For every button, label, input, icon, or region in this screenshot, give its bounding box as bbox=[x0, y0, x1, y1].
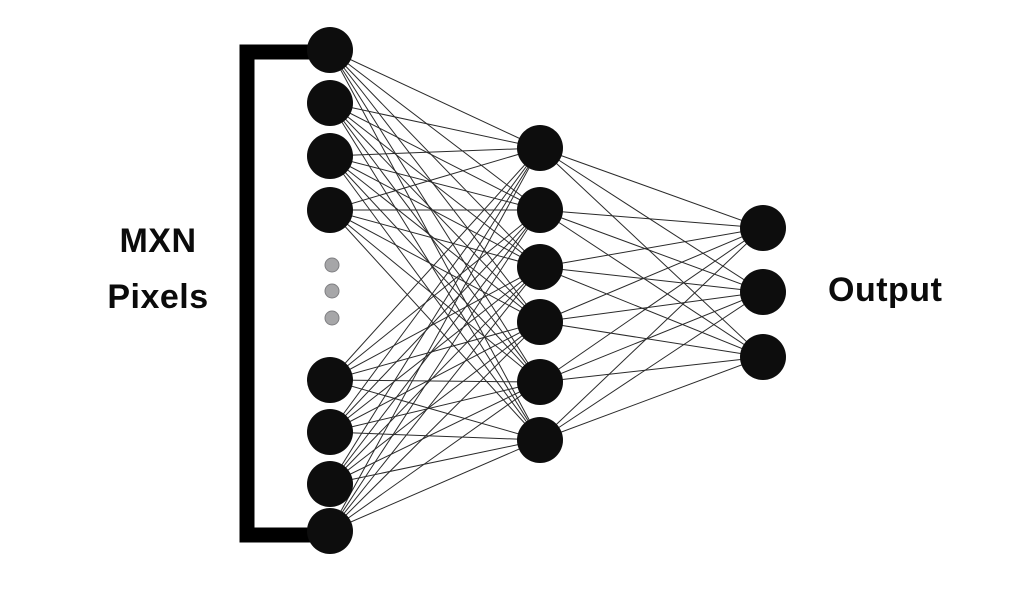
edge-input-hidden bbox=[329, 209, 541, 268]
hidden-node bbox=[517, 359, 563, 405]
output-node bbox=[740, 205, 786, 251]
edge-input-hidden bbox=[329, 209, 541, 381]
edge-input-hidden bbox=[329, 155, 541, 383]
edge-input-hidden bbox=[329, 49, 541, 383]
edge-hidden-output bbox=[539, 147, 764, 358]
edge-input-hidden bbox=[329, 209, 541, 441]
input-label: MXN Pixels bbox=[88, 213, 228, 325]
edge-hidden-output bbox=[539, 266, 764, 293]
edge-hidden-output bbox=[539, 209, 764, 358]
edge-input-hidden bbox=[329, 49, 541, 268]
edge-input-hidden bbox=[329, 102, 541, 383]
edge-input-hidden bbox=[329, 147, 541, 532]
input-node bbox=[307, 461, 353, 507]
input-label-line1: MXN bbox=[119, 222, 197, 260]
edge-input-hidden bbox=[329, 49, 541, 211]
edge-input-hidden bbox=[329, 147, 541, 485]
input-bracket bbox=[239, 44, 312, 543]
edge-input-hidden bbox=[329, 102, 541, 323]
edge-input-hidden bbox=[329, 49, 541, 149]
ellipsis-dot bbox=[324, 283, 340, 299]
hidden-node bbox=[517, 244, 563, 290]
edge-input-hidden bbox=[329, 381, 541, 433]
hidden-node bbox=[517, 417, 563, 463]
output-node bbox=[740, 269, 786, 315]
edge-hidden-output bbox=[539, 227, 764, 383]
output-node bbox=[740, 334, 786, 380]
input-node bbox=[307, 133, 353, 179]
edge-input-hidden bbox=[329, 266, 541, 433]
edge-input-hidden bbox=[329, 266, 541, 381]
edge-input-hidden bbox=[329, 439, 541, 485]
edge-hidden-output bbox=[539, 356, 764, 383]
edge-input-hidden bbox=[329, 155, 541, 211]
edge-input-hidden bbox=[329, 266, 541, 485]
edge-input-hidden bbox=[329, 321, 541, 381]
edge-hidden-output bbox=[539, 227, 764, 441]
edge-input-hidden bbox=[329, 431, 541, 441]
edge-hidden-output bbox=[539, 209, 764, 229]
edge-hidden-output bbox=[539, 147, 764, 229]
edge-input-hidden bbox=[329, 439, 541, 532]
edge-input-hidden bbox=[329, 209, 541, 323]
edge-input-hidden bbox=[329, 49, 541, 441]
edge-input-hidden bbox=[329, 147, 541, 157]
edge-input-hidden bbox=[329, 102, 541, 441]
input-node bbox=[307, 80, 353, 126]
edge-input-hidden bbox=[329, 209, 541, 532]
edge-input-hidden bbox=[329, 147, 541, 381]
hidden-node bbox=[517, 125, 563, 171]
edge-input-hidden bbox=[329, 321, 541, 532]
input-node bbox=[307, 508, 353, 554]
edge-input-hidden bbox=[329, 379, 541, 383]
edge-hidden-output bbox=[539, 356, 764, 441]
edge-input-hidden bbox=[329, 209, 541, 485]
output-label: Output bbox=[828, 271, 943, 309]
edge-input-hidden bbox=[329, 266, 541, 532]
edge-input-hidden bbox=[329, 209, 541, 383]
edge-input-hidden bbox=[329, 102, 541, 149]
edge-input-hidden bbox=[329, 49, 541, 323]
edge-input-hidden bbox=[329, 321, 541, 433]
edge-input-hidden bbox=[329, 102, 541, 211]
ellipsis-dot bbox=[324, 257, 340, 273]
hidden-node bbox=[517, 187, 563, 233]
input-label-line2: Pixels bbox=[107, 278, 209, 316]
input-node bbox=[307, 409, 353, 455]
edge-input-hidden bbox=[329, 102, 541, 268]
edge-hidden-output bbox=[539, 209, 764, 293]
edge-input-hidden bbox=[329, 381, 541, 532]
input-node bbox=[307, 357, 353, 403]
edge-input-hidden bbox=[329, 379, 541, 441]
edge-hidden-output bbox=[539, 227, 764, 323]
edge-hidden-output bbox=[539, 321, 764, 358]
edge-hidden-output bbox=[539, 147, 764, 293]
edge-input-hidden bbox=[329, 321, 541, 485]
edge-input-hidden bbox=[329, 155, 541, 268]
edge-hidden-output bbox=[539, 266, 764, 358]
hidden-node bbox=[517, 299, 563, 345]
edge-input-hidden bbox=[329, 209, 541, 433]
input-node bbox=[307, 187, 353, 233]
edge-input-hidden bbox=[329, 147, 541, 433]
ellipsis-dot bbox=[324, 310, 340, 326]
input-node bbox=[307, 27, 353, 73]
edge-hidden-output bbox=[539, 291, 764, 323]
edge-input-hidden bbox=[329, 155, 541, 441]
edge-hidden-output bbox=[539, 291, 764, 441]
edge-input-hidden bbox=[329, 147, 541, 211]
edge-hidden-output bbox=[539, 291, 764, 383]
edge-hidden-output bbox=[539, 227, 764, 268]
